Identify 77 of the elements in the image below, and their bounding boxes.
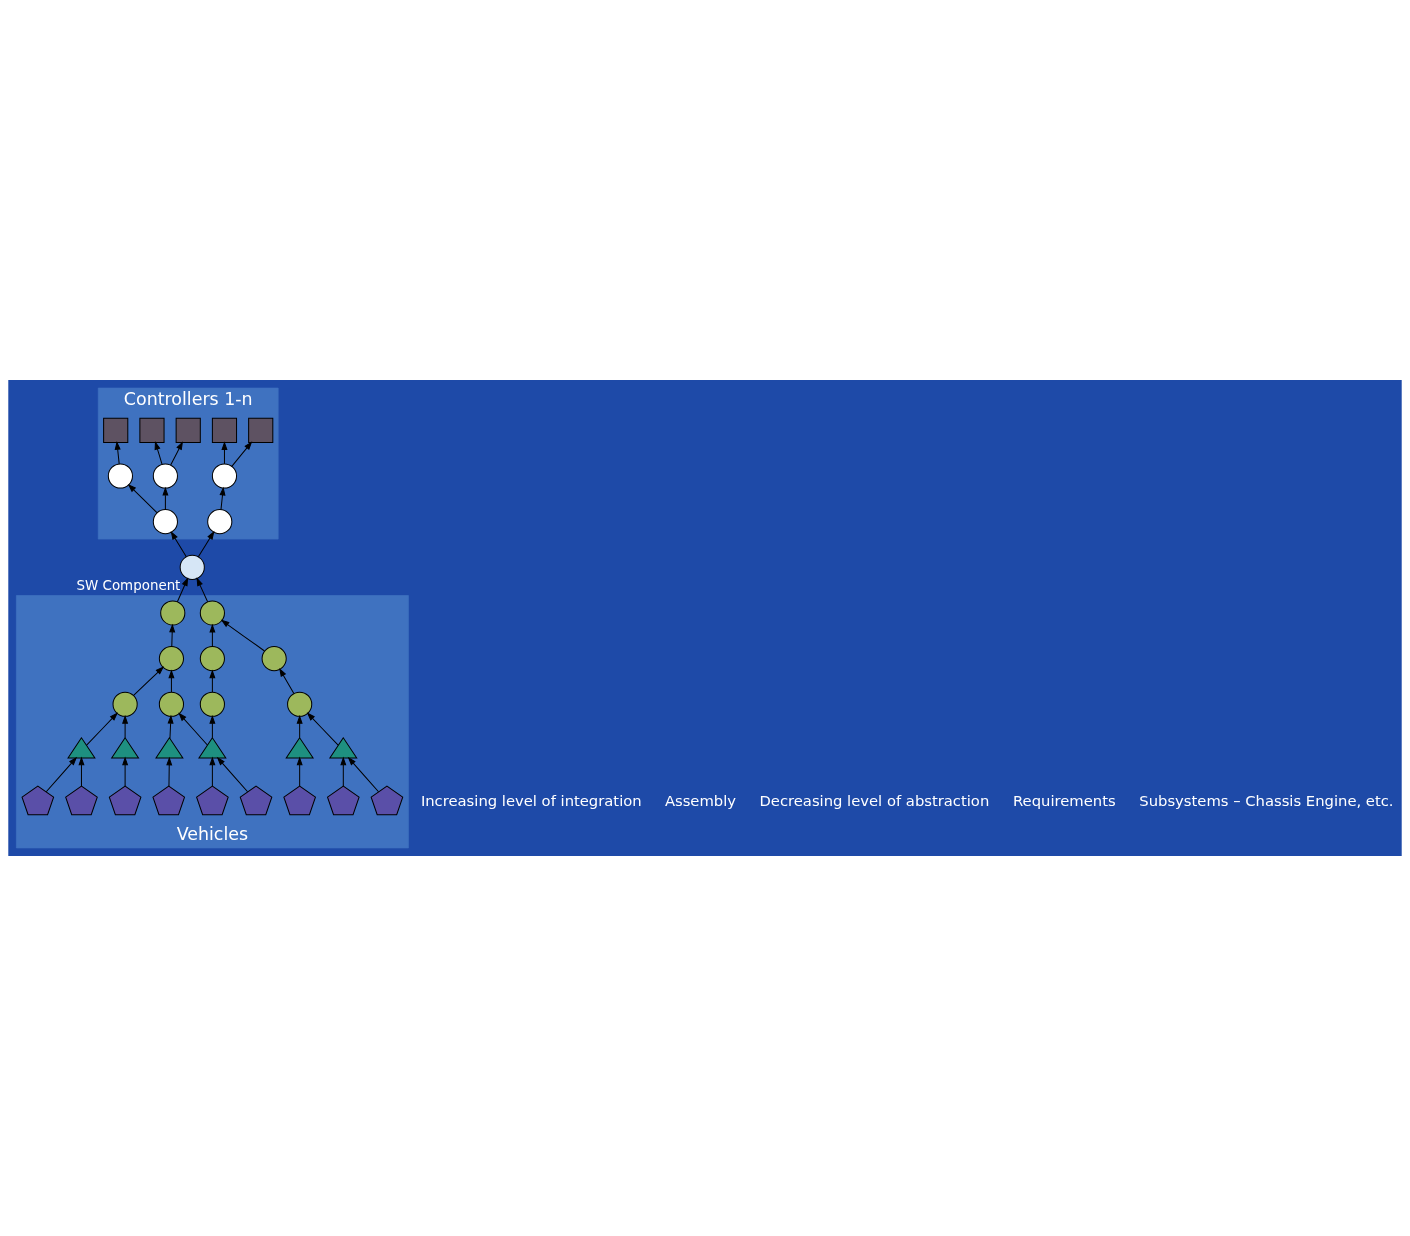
node-circle [211,463,238,489]
label: Increasing level of integration [420,791,642,809]
arrow [347,756,380,793]
arrow [296,756,303,787]
node-circle [160,600,186,626]
arrow [167,714,174,740]
label: Subsystems – Chassis Engine, etc. [1139,791,1394,809]
arrow [169,623,176,648]
label: Assembly [664,791,737,809]
arrow [306,712,339,746]
node-circle [207,509,233,535]
arrow [219,486,226,511]
arrow [279,668,295,695]
arrow [209,756,216,787]
arrow [216,756,249,793]
arrow [340,756,347,787]
arrow [196,577,209,603]
arrow [114,441,121,465]
node-box [211,417,238,443]
arrow [197,530,215,558]
arrow [86,712,119,746]
node-circle [199,646,225,672]
node-label: SW Component [76,578,181,594]
cluster: Vehicles [16,595,409,849]
node-triangle [67,736,96,759]
node-pentagon [108,785,142,816]
arrow [154,441,163,465]
node-circle [152,509,178,535]
node-triangle [328,736,358,759]
arrow [127,483,158,514]
node-circle [287,691,313,717]
node-box [248,417,274,443]
arrow [122,715,129,739]
node-pentagon [239,785,273,816]
label: Requirements [1013,791,1116,809]
node-circle [158,646,184,672]
node-pentagon [65,785,98,816]
arrow [168,669,175,693]
node-box [139,417,165,443]
node-circle [261,646,287,672]
arrow [209,715,216,739]
arrow [296,715,303,739]
node-pentagon [326,785,360,816]
node-circle [199,691,225,717]
arrow [78,756,85,787]
node-pentagon [196,785,229,816]
node-pentagon [370,785,404,816]
label: Decreasing level of abstraction [759,791,990,809]
arrow [170,441,183,466]
arrow [166,756,173,787]
node-circle [112,691,138,717]
node-triangle [110,736,140,759]
node-triangle [155,736,184,759]
node-circle [152,463,178,489]
node-triangle [198,736,227,759]
arrow [45,756,78,793]
node-box [175,417,201,443]
node-pentagon [21,785,55,816]
arrow [162,486,169,510]
arrow [231,441,253,467]
node-circle [199,600,225,626]
node-pentagon [152,785,186,816]
arrow [178,712,208,746]
node-circle [107,463,133,489]
arrow [170,531,187,558]
arrow [220,619,265,652]
node-circle [179,554,205,580]
node-pentagon [283,785,317,816]
arrow [209,623,216,647]
node-triangle [285,736,315,759]
arrow [122,756,129,787]
node-circle [158,691,184,717]
node-box [103,417,129,443]
arrow [221,441,228,465]
arrow [133,666,165,696]
arrow [209,669,216,693]
arrow [176,577,189,603]
